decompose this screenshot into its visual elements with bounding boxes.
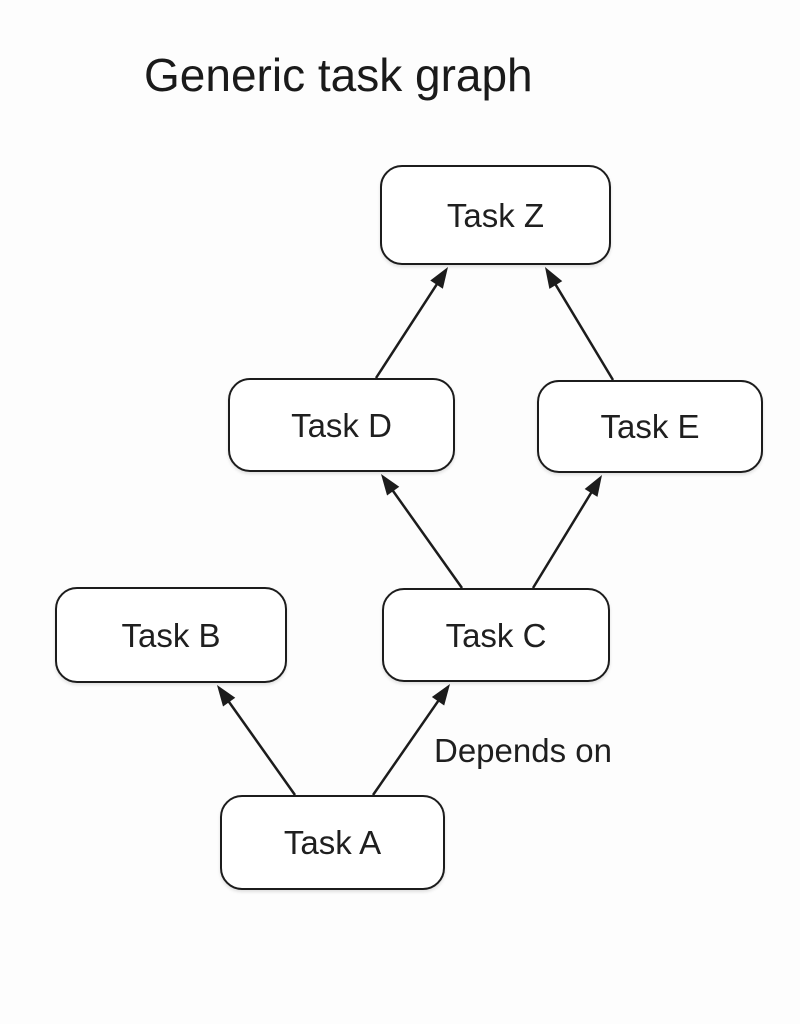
arrowhead-e-to-z bbox=[545, 267, 563, 289]
arrow-line-a-to-c bbox=[371, 697, 442, 796]
task-node-label: Task Z bbox=[446, 196, 545, 234]
task-node-z: Task Z bbox=[380, 165, 611, 265]
arrow-line-c-to-e bbox=[531, 488, 595, 589]
arrowhead-a-to-b bbox=[217, 685, 236, 707]
arrowhead-d-to-z bbox=[430, 267, 448, 289]
arrow-line-d-to-z bbox=[374, 280, 440, 379]
arrowhead-c-to-e bbox=[584, 475, 602, 497]
arrow-line-e-to-z bbox=[552, 280, 615, 381]
arrow-line-c-to-d bbox=[389, 487, 464, 589]
task-node-label: Task E bbox=[600, 408, 700, 445]
diagram-title: Generic task graph bbox=[144, 49, 533, 101]
task-node-d: Task D bbox=[228, 378, 455, 472]
arrowhead-a-to-c bbox=[431, 684, 450, 706]
edge-label-depends-on: Depends on bbox=[434, 732, 612, 769]
task-node-c: Task C bbox=[382, 588, 610, 682]
task-node-label: Task C bbox=[445, 616, 547, 654]
task-node-b: Task B bbox=[55, 587, 287, 683]
task-node-e: Task E bbox=[537, 380, 763, 473]
arrow-line-a-to-b bbox=[225, 698, 297, 796]
arrowhead-c-to-d bbox=[381, 474, 400, 496]
task-node-label: Task A bbox=[283, 824, 382, 861]
task-node-a: Task A bbox=[220, 795, 445, 890]
task-node-label: Task D bbox=[291, 406, 392, 444]
task-node-label: Task B bbox=[121, 616, 221, 654]
